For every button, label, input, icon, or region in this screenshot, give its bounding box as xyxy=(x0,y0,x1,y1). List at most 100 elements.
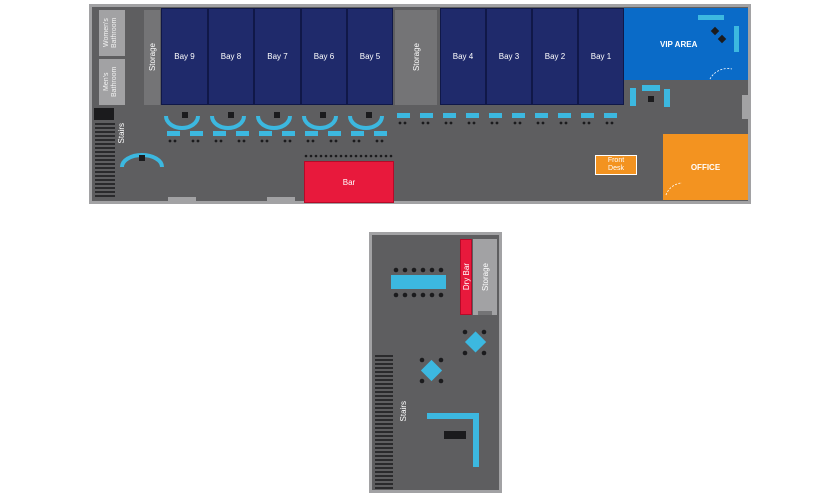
chair xyxy=(420,292,426,298)
bay-5-label: Bay 5 xyxy=(359,52,381,61)
chair xyxy=(438,292,444,298)
bar-stool xyxy=(374,154,378,158)
chair xyxy=(411,267,417,273)
chair xyxy=(438,357,444,363)
bay-4-label: Bay 4 xyxy=(452,52,474,61)
bar-stool xyxy=(339,154,343,158)
bay-2[interactable]: Bay 2 xyxy=(532,8,578,105)
stairs-upper[interactable] xyxy=(375,355,393,490)
high-top-table xyxy=(259,131,272,136)
storage-room-middle[interactable]: Storage xyxy=(395,10,437,105)
stool xyxy=(398,121,402,125)
bay-8[interactable]: Bay 8 xyxy=(208,8,254,105)
high-top-table xyxy=(190,131,203,136)
main-floor-furniture xyxy=(120,68,733,196)
bar-stool xyxy=(369,154,373,158)
storage-door xyxy=(478,311,492,315)
stool xyxy=(242,139,246,143)
bay-4[interactable]: Bay 4 xyxy=(440,8,486,105)
stool xyxy=(214,139,218,143)
lounge-bench xyxy=(642,85,660,91)
main-floor-plan: Women's Bathroom Men's Bathroom Storage … xyxy=(89,4,751,204)
bar-counter[interactable]: Bar xyxy=(304,161,394,203)
chair xyxy=(481,350,487,356)
bay-7-label: Bay 7 xyxy=(267,52,288,61)
bar-stool xyxy=(309,154,313,158)
stool xyxy=(564,121,568,125)
desk-chair xyxy=(444,431,466,439)
chair xyxy=(429,267,435,273)
stool xyxy=(288,139,292,143)
stool xyxy=(403,121,407,125)
stool xyxy=(559,121,563,125)
bar-stool xyxy=(344,154,348,158)
door-bottom xyxy=(267,197,295,201)
chair xyxy=(402,292,408,298)
l-desk-top[interactable] xyxy=(427,413,479,419)
bar-stool xyxy=(379,154,383,158)
chair xyxy=(393,267,399,273)
stool xyxy=(421,121,425,125)
stool xyxy=(490,121,494,125)
bay-7[interactable]: Bay 7 xyxy=(254,8,301,105)
stool xyxy=(219,139,223,143)
chair xyxy=(462,350,468,356)
diamond-table xyxy=(420,359,443,382)
stool xyxy=(375,139,379,143)
bay-table xyxy=(274,112,280,118)
high-top-table xyxy=(328,131,341,136)
chair xyxy=(438,267,444,273)
dry-bar[interactable]: Dry Bar xyxy=(460,239,472,315)
womens-bathroom[interactable]: Women's Bathroom xyxy=(99,10,125,56)
bay-table xyxy=(366,112,372,118)
high-top-table xyxy=(512,113,525,118)
stool xyxy=(605,121,609,125)
stool xyxy=(444,121,448,125)
curved-bench xyxy=(302,115,338,130)
high-top-table xyxy=(466,113,479,118)
stool xyxy=(536,121,540,125)
vip-area[interactable]: VIP AREA xyxy=(624,8,748,80)
office[interactable]: OFFICE xyxy=(663,134,748,200)
chair xyxy=(420,267,426,273)
l-desk-side[interactable] xyxy=(473,413,479,467)
lounge-table xyxy=(139,155,145,161)
diamond-table xyxy=(464,331,487,353)
stool xyxy=(380,139,384,143)
stairs-main[interactable] xyxy=(95,123,115,199)
bay-9[interactable]: Bay 9 xyxy=(161,8,208,105)
door-swing xyxy=(665,182,683,196)
bay-3-label: Bay 3 xyxy=(498,52,520,61)
bay-9-label: Bay 9 xyxy=(174,52,195,61)
stool xyxy=(311,139,315,143)
lounge-bench xyxy=(630,88,636,106)
stool xyxy=(449,121,453,125)
conference-table[interactable] xyxy=(391,275,446,289)
high-top-table xyxy=(397,113,410,118)
chair xyxy=(438,378,444,384)
bar-stool xyxy=(329,154,333,158)
chair xyxy=(429,292,435,298)
bar-stool xyxy=(364,154,368,158)
storage-room-upper[interactable]: Storage xyxy=(473,239,497,315)
stool xyxy=(237,139,241,143)
mens-bathroom[interactable]: Men's Bathroom xyxy=(99,59,125,105)
storage-room-left[interactable]: Storage xyxy=(144,10,160,105)
stool xyxy=(513,121,517,125)
bar-stool xyxy=(314,154,318,158)
stool xyxy=(306,139,310,143)
curved-bench xyxy=(348,115,384,130)
bar-label: Bar xyxy=(342,177,356,187)
front-desk[interactable]: Front Desk xyxy=(595,155,637,175)
bay-5[interactable]: Bay 5 xyxy=(347,8,393,105)
bay-table xyxy=(228,112,234,118)
vip-area-label: VIP AREA xyxy=(660,40,698,49)
lounge-bench xyxy=(664,89,670,107)
bar-stool xyxy=(349,154,353,158)
bay-1[interactable]: Bay 1 xyxy=(578,8,624,105)
bay-6[interactable]: Bay 6 xyxy=(301,8,347,105)
bar-stool xyxy=(354,154,358,158)
stool xyxy=(168,139,172,143)
bay-3[interactable]: Bay 3 xyxy=(486,8,532,105)
lounge-table xyxy=(648,96,654,102)
